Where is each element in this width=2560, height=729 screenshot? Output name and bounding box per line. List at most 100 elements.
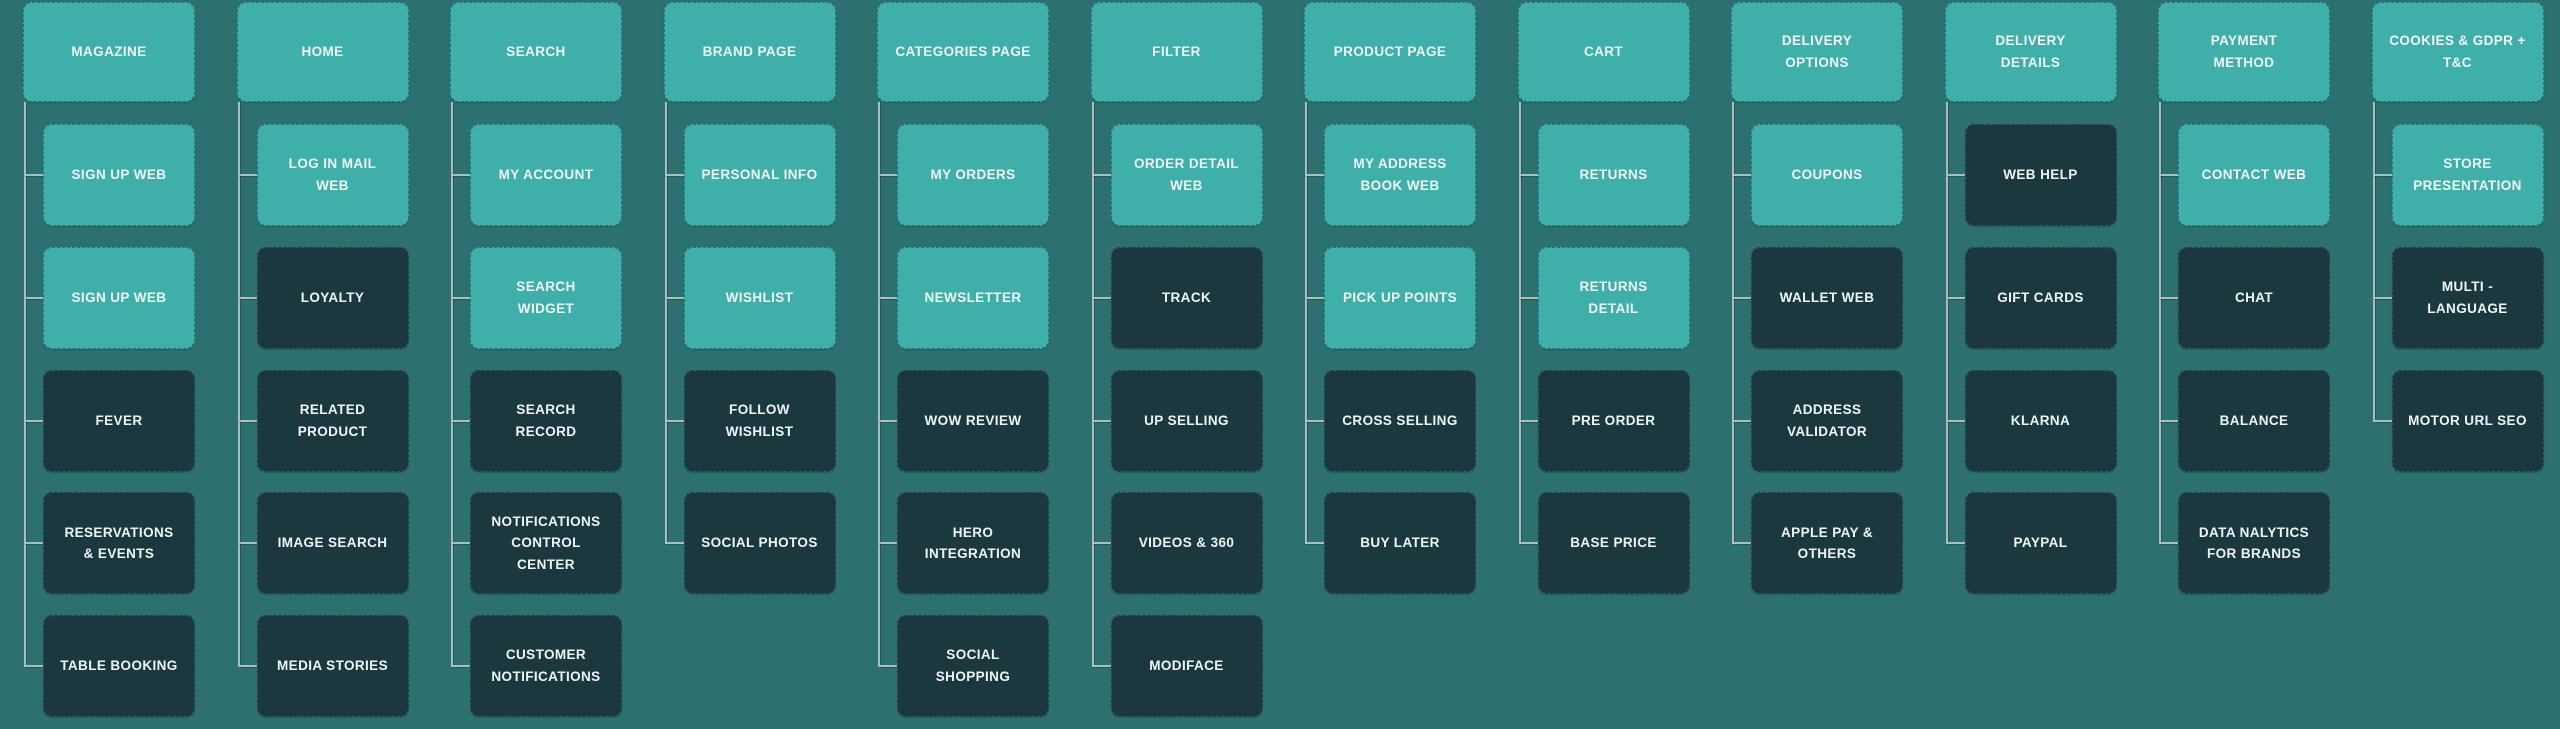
sitemap-column: HOME LOG IN MAIL WEB LOYALTY RELATED PRODUC… xyxy=(236,0,409,729)
connector-stub-line xyxy=(1946,296,1966,299)
connector-stub-line xyxy=(2160,419,2179,422)
node-card[interactable]: CONTACT WEB xyxy=(2178,124,2330,226)
sitemap-column: CART RETURNS RETURNS DETAIL PRE ORDER BASE P… xyxy=(1517,0,1690,729)
connector-stub-line xyxy=(2160,542,2179,545)
connector-stub-line xyxy=(665,419,685,422)
node-card[interactable]: WISHLIST xyxy=(683,246,836,349)
connector-vertical-line xyxy=(24,102,26,667)
sitemap-column: DELIVERY DETAILS WEB HELP GIFT CARDS KLARNA… xyxy=(1944,0,2117,729)
connector-vertical-line xyxy=(1945,102,1948,545)
connector-stub-line xyxy=(25,665,44,667)
node-card[interactable]: LOYALTY xyxy=(256,246,409,349)
node-card[interactable]: RETURNS DETAIL xyxy=(1537,246,1690,349)
node-card[interactable]: BASE PRICE xyxy=(1537,492,1690,595)
column-header-card[interactable]: FILTER xyxy=(1090,2,1263,102)
connector-vertical-line xyxy=(1091,102,1094,667)
column-header-card[interactable]: BRAND PAGE xyxy=(663,2,836,102)
node-card[interactable]: WALLET WEB xyxy=(1751,246,1903,349)
node-card[interactable]: SIGN UP WEB xyxy=(43,124,195,226)
node-card[interactable]: BUY LATER xyxy=(1324,492,1476,595)
column-header-card[interactable]: CART xyxy=(1517,2,1690,102)
node-card[interactable]: WOW REVIEW xyxy=(897,369,1049,472)
node-card[interactable]: LOG IN MAIL WEB xyxy=(256,124,409,226)
connector-stub-line xyxy=(665,296,685,299)
node-card[interactable]: DATA NALYTICS FOR BRANDS xyxy=(2178,492,2330,595)
column-header-card[interactable]: PRODUCT PAGE xyxy=(1304,2,1476,102)
node-card[interactable]: RELATED PRODUCT xyxy=(256,369,409,472)
sitemap-column: FILTER ORDER DETAIL WEB TRACK UP SELLING VID… xyxy=(1090,0,1263,729)
column-header-card[interactable]: CATEGORIES PAGE xyxy=(877,2,1049,102)
node-card[interactable]: UP SELLING xyxy=(1110,369,1263,472)
node-card[interactable]: CROSS SELLING xyxy=(1324,369,1476,472)
column-header-card[interactable]: DELIVERY DETAILS xyxy=(1944,2,2117,102)
column-header-card[interactable]: SEARCH xyxy=(450,2,622,102)
sitemap-column: BRAND PAGE PERSONAL INFO WISHLIST FOLLOW WI… xyxy=(663,0,836,729)
connector-stub-line xyxy=(1092,419,1112,422)
node-card[interactable]: GIFT CARDS xyxy=(1964,246,2117,349)
connector-stub-line xyxy=(879,542,898,545)
column-header-card[interactable]: PAYMENT METHOD xyxy=(2158,2,2330,102)
node-card[interactable]: MOTOR URL SEO xyxy=(2391,369,2544,472)
node-card[interactable]: MULTI - LANGUAGE xyxy=(2391,246,2544,349)
node-card[interactable]: VIDEOS & 360 xyxy=(1110,492,1263,595)
connector-vertical-line xyxy=(451,102,453,667)
connector-stub-line xyxy=(452,419,471,422)
node-card[interactable]: KLARNA xyxy=(1964,369,2117,472)
sitemap-column: PRODUCT PAGE MY ADDRESS BOOK WEB PICK UP P… xyxy=(1304,0,1476,729)
connector-stub-line xyxy=(1092,542,1112,545)
node-card[interactable]: HERO INTEGRATION xyxy=(897,492,1049,595)
node-card[interactable]: MEDIA STORIES xyxy=(256,615,409,717)
node-card[interactable]: RETURNS xyxy=(1537,124,1690,226)
column-header-card[interactable]: MAGAZINE xyxy=(23,2,195,102)
node-card[interactable]: MY ADDRESS BOOK WEB xyxy=(1324,124,1476,226)
sitemap-column: PAYMENT METHOD CONTACT WEB CHAT BALANCE DATA… xyxy=(2158,0,2330,729)
connector-stub-line xyxy=(25,419,44,422)
connector-stub-line xyxy=(238,665,258,667)
node-card[interactable]: STORE PRESENTATION xyxy=(2391,124,2544,226)
node-card[interactable]: MODIFACE xyxy=(1110,615,1263,717)
sitemap-column: CATEGORIES PAGE MY ORDERS NEWSLETTER WOW RE… xyxy=(877,0,1049,729)
node-card[interactable]: PAYPAL xyxy=(1964,492,2117,595)
node-card[interactable]: SIGN UP WEB xyxy=(43,246,195,349)
node-card[interactable]: SEARCH WIDGET xyxy=(470,246,622,349)
connector-stub-line xyxy=(1946,542,1966,545)
node-card[interactable]: COUPONS xyxy=(1751,124,1903,226)
node-card[interactable]: APPLE PAY & OTHERS xyxy=(1751,492,1903,595)
node-card[interactable]: TRACK xyxy=(1110,246,1263,349)
node-card[interactable]: PICK UP POINTS xyxy=(1324,246,1476,349)
node-card[interactable]: PRE ORDER xyxy=(1537,369,1690,472)
connector-stub-line xyxy=(1306,296,1325,299)
node-card[interactable]: MY ACCOUNT xyxy=(470,124,622,226)
connector-stub-line xyxy=(238,419,258,422)
node-card[interactable]: CUSTOMER NOTIFICATIONS xyxy=(470,615,622,717)
connector-stub-line xyxy=(452,665,471,667)
node-card[interactable]: IMAGE SEARCH xyxy=(256,492,409,595)
node-card[interactable]: MY ORDERS xyxy=(897,124,1049,226)
connector-stub-line xyxy=(1519,296,1539,299)
node-card[interactable]: ORDER DETAIL WEB xyxy=(1110,124,1263,226)
column-header-card[interactable]: HOME xyxy=(236,2,409,102)
node-card[interactable]: NOTIFICATIONS CONTROL CENTER xyxy=(470,492,622,595)
node-card[interactable]: CHAT xyxy=(2178,246,2330,349)
connector-stub-line xyxy=(879,296,898,299)
node-card[interactable]: ADDRESS VALIDATOR xyxy=(1751,369,1903,472)
node-card[interactable]: WEB HELP xyxy=(1964,124,2117,226)
connector-stub-line xyxy=(879,419,898,422)
connector-stub-line xyxy=(1306,174,1325,176)
node-card[interactable]: BALANCE xyxy=(2178,369,2330,472)
sitemap-column: MAGAZINE SIGN UP WEB SIGN UP WEB FEVER RESER… xyxy=(23,0,195,729)
node-card[interactable]: RESERVATIONS & EVENTS xyxy=(43,492,195,595)
node-card[interactable]: SOCIAL SHOPPING xyxy=(897,615,1049,717)
column-header-card[interactable]: DELIVERY OPTIONS xyxy=(1731,2,1903,102)
node-card[interactable]: NEWSLETTER xyxy=(897,246,1049,349)
node-card[interactable]: PERSONAL INFO xyxy=(683,124,836,226)
sitemap-column: DELIVERY OPTIONS COUPONS WALLET WEB ADDRESS… xyxy=(1731,0,1903,729)
node-card[interactable]: SOCIAL PHOTOS xyxy=(683,492,836,595)
node-card[interactable]: TABLE BOOKING xyxy=(43,615,195,717)
node-card[interactable]: SEARCH RECORD xyxy=(470,369,622,472)
node-card[interactable]: FOLLOW WISHLIST xyxy=(683,369,836,472)
connector-stub-line xyxy=(1306,419,1325,422)
column-header-card[interactable]: COOKIES & GDPR + T&C xyxy=(2371,2,2544,102)
node-card[interactable]: FEVER xyxy=(43,369,195,472)
connector-vertical-line xyxy=(1518,102,1521,545)
